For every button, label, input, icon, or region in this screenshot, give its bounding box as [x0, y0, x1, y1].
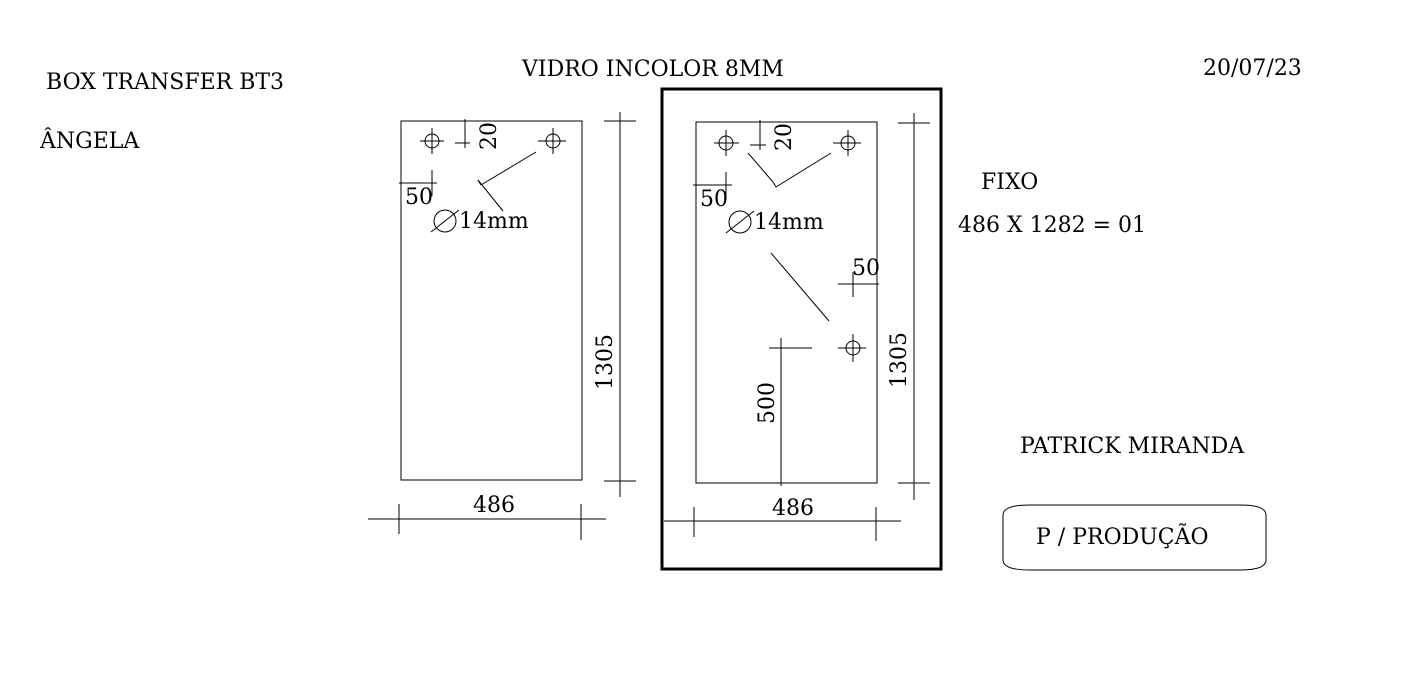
dim-right-side-hole-offset: 50 [852, 256, 880, 281]
client-name: ÂNGELA [39, 127, 140, 154]
hole-left-1-icon [420, 128, 444, 154]
dim-left-hole-top: 20 [477, 122, 502, 150]
panel-left-drawing: 20 50 14mm 1305 486 [368, 112, 636, 540]
dim-right-hole-side: 50 [700, 187, 728, 212]
panel-right-drawing: 20 50 14mm 50 500 [660, 87, 943, 571]
hole-left-2-icon [538, 128, 566, 154]
dim-right-height: 1305 [887, 332, 912, 388]
project-title: BOX TRANSFER BT3 [46, 70, 284, 95]
diameter-right-icon [725, 210, 755, 234]
panel-size-label: 486 X 1282 = 01 [958, 213, 1146, 238]
dim-left-width: 486 [473, 493, 515, 518]
hole-right-1-icon [714, 130, 739, 156]
date-label: 20/07/23 [1203, 56, 1302, 81]
production-stamp: P / PRODUÇÃO [1002, 504, 1267, 571]
leader-side-hole-line [770, 252, 830, 322]
material-label: VIDRO INCOLOR 8MM [521, 57, 784, 82]
selected-frame [660, 87, 943, 571]
dim-left-height: 1305 [593, 334, 618, 390]
dim-left-hole-side: 50 [405, 185, 433, 210]
dim-right-width: 486 [772, 496, 814, 521]
panel-type-label: FIXO [981, 170, 1038, 195]
dim-right-side-hole-height: 500 [755, 382, 780, 424]
diameter-left-icon [430, 209, 460, 233]
dim-right-diameter: 14mm [754, 210, 824, 235]
dim-right-hole-top: 20 [772, 123, 797, 151]
author-name: PATRICK MIRANDA [1020, 434, 1245, 459]
dim-left-diameter: 14mm [459, 209, 529, 234]
hole-right-3-icon [838, 334, 866, 362]
hole-right-2-icon [833, 130, 861, 156]
stamp-label: P / PRODUÇÃO [1036, 522, 1209, 550]
panel-left-outline [400, 120, 583, 481]
panel-right-outline [695, 121, 878, 484]
